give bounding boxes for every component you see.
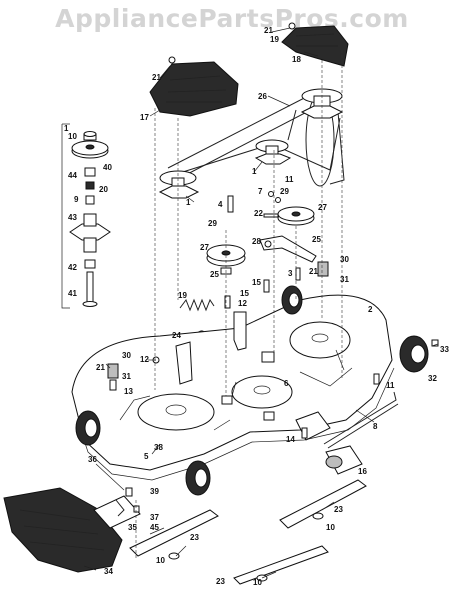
callout-25: 25 (312, 235, 321, 244)
watermark: AppliancePartsPros.com (55, 4, 409, 33)
callout-27: 27 (200, 243, 209, 252)
callout-26: 26 (258, 92, 267, 101)
spindle-left (158, 170, 200, 199)
callout-32: 32 (428, 374, 437, 383)
callout-4: 4 (218, 200, 223, 209)
gauge-wheel-rear-left (185, 460, 211, 496)
springs-and-nuts (107, 339, 439, 391)
callout-25: 25 (210, 270, 219, 279)
callout-29: 29 (208, 219, 217, 228)
callout-21: 21 (264, 26, 273, 35)
callout-34: 34 (104, 567, 113, 576)
callout-24: 24 (172, 331, 181, 340)
callout-16: 16 (358, 467, 367, 476)
callout-3: 3 (288, 269, 293, 278)
callout-39: 39 (150, 487, 159, 496)
callout-14: 14 (286, 435, 295, 444)
callout-30: 30 (340, 255, 349, 264)
callout-21: 21 (309, 267, 318, 276)
callout-19: 19 (270, 35, 279, 44)
callout-27: 27 (318, 203, 327, 212)
blade-left (129, 509, 219, 560)
callout-31: 31 (122, 372, 131, 381)
idler-pulley-right (277, 206, 315, 226)
callout-22: 22 (254, 209, 263, 218)
callout-10: 10 (156, 556, 165, 565)
callout-1: 1 (186, 198, 191, 207)
callout-19: 19 (178, 291, 187, 300)
callout-44: 44 (68, 171, 77, 180)
callout-43: 43 (68, 213, 77, 222)
callout-42: 42 (68, 263, 77, 272)
blade-bottom (233, 545, 329, 585)
callout-labels: 21 19 18 21 17 26 1 10 40 44 20 9 43 42 … (64, 26, 449, 587)
callout-36: 36 (88, 455, 97, 464)
callout-2: 2 (368, 305, 373, 314)
callout-1: 1 (64, 124, 69, 133)
callout-7: 7 (258, 187, 263, 196)
assembly-guide-lines (135, 50, 343, 560)
callout-37: 37 (150, 513, 159, 522)
callout-12: 12 (238, 299, 247, 308)
callout-21: 21 (96, 363, 105, 372)
pulley-cover-right (281, 22, 349, 67)
gauge-wheel-front-left (75, 410, 101, 446)
callout-11: 11 (285, 175, 294, 184)
pulley-cover-left (149, 56, 239, 117)
leader-lines (83, 27, 439, 579)
drive-belt (167, 91, 345, 187)
callout-41: 41 (68, 289, 77, 298)
callout-10: 10 (253, 578, 262, 587)
callout-23: 23 (334, 505, 343, 514)
callout-15: 15 (252, 278, 261, 287)
callout-28: 28 (252, 237, 261, 246)
blade-center (279, 479, 367, 529)
callout-23: 23 (216, 577, 225, 586)
spindle-kit-box (61, 123, 70, 309)
callout-18: 18 (292, 55, 301, 64)
callout-10: 10 (326, 523, 335, 532)
callout-23: 23 (190, 533, 199, 542)
callout-10: 10 (68, 132, 77, 141)
callout-8: 8 (373, 422, 378, 431)
deck-rod (323, 391, 399, 449)
spindle-right (300, 88, 344, 119)
idler-arm (259, 235, 317, 263)
callout-17: 17 (140, 113, 149, 122)
callout-11: 11 (386, 381, 395, 390)
callout-9: 9 (74, 195, 79, 204)
callout-35: 35 (128, 523, 137, 532)
callout-30: 30 (122, 351, 131, 360)
baffle-bracket (301, 427, 363, 475)
chute-bracket (93, 487, 141, 529)
hardware-bolts (224, 191, 329, 309)
callout-38: 38 (154, 443, 163, 452)
callout-12: 12 (140, 355, 149, 364)
extension-spring (179, 298, 215, 312)
spindle-center (254, 139, 292, 165)
callout-20: 20 (99, 185, 108, 194)
callout-6: 6 (284, 379, 289, 388)
callout-15: 15 (240, 289, 249, 298)
callout-31: 31 (340, 275, 349, 284)
callout-1: 1 (252, 167, 257, 176)
callout-40: 40 (103, 163, 112, 172)
callout-45: 45 (150, 523, 159, 532)
spindle-assembly-exploded (69, 131, 111, 307)
gauge-wheel-rear-right (281, 285, 303, 315)
discharge-chute (3, 487, 123, 573)
callout-21: 21 (152, 73, 161, 82)
callout-5: 5 (144, 452, 149, 461)
callout-29: 29 (280, 187, 289, 196)
callout-33: 33 (440, 345, 449, 354)
gauge-wheel-right (399, 335, 429, 373)
callout-13: 13 (124, 387, 133, 396)
